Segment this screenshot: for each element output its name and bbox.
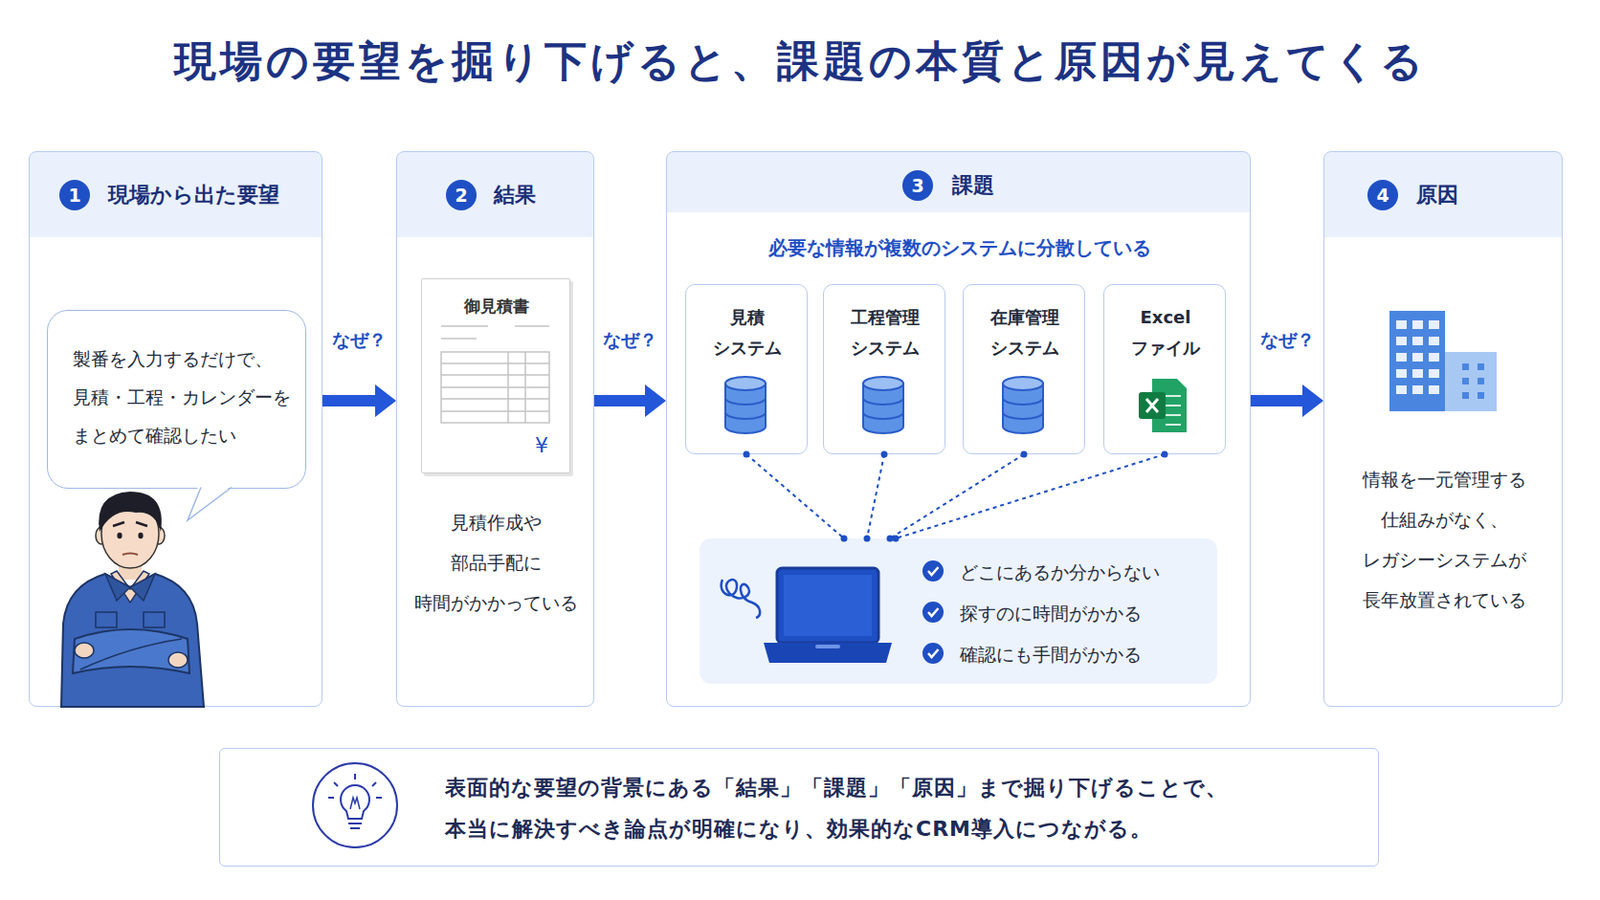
system-box: 在庫管理 システム — [962, 284, 1086, 455]
check-item: どこにあるか分からない — [959, 560, 1209, 584]
step-panel: 2 結果見積作成や 部品手配に 時間がかかっている 御見積書 ¥ — [396, 151, 595, 708]
speech-bubble: 製番を入力するだけで、 見積・工程・カレンダーを まとめて確認したい — [46, 310, 307, 489]
summary-box: 表面的な要望の背景にある「結果」「課題」「原因」まで掘り下げることで、 本当に解… — [219, 748, 1379, 867]
step-panel: 3 課題必要な情報が複数のシステムに分散している見積 システム工程管理 システム在… — [666, 151, 1251, 708]
why-arrow — [1250, 384, 1324, 418]
check-item: 確認にも手間がかかる — [959, 643, 1209, 667]
panel-body: 情報を一元管理する 仕組みがなく、 レガシーシステムが 長年放置されている — [1357, 459, 1531, 621]
why-arrow — [594, 384, 667, 418]
panel-heading: 結果 — [493, 180, 590, 210]
panel-heading: 原因 — [1416, 180, 1532, 210]
edge-label: なぜ？ — [311, 326, 408, 354]
step-number: 1 — [59, 179, 90, 211]
edge-label: なぜ？ — [582, 326, 679, 354]
step-panel: 4 原因情報を一元管理する 仕組みがなく、 レガシーシステムが 長年放置されている — [1323, 151, 1563, 708]
panel-heading: 現場から出た要望 — [108, 180, 314, 210]
system-label: Excel ファイル — [1119, 302, 1212, 364]
problem-box: どこにあるか分からない探すのに時間がかかる確認にも手間がかかる — [699, 538, 1218, 685]
document-title: 御見積書 — [422, 294, 572, 318]
why-arrow — [322, 384, 397, 418]
system-label: 在庫管理 システム — [978, 302, 1071, 364]
step-number: 2 — [445, 179, 477, 211]
yen-mark: ¥ — [527, 432, 556, 460]
system-box: Excel ファイル — [1103, 284, 1226, 455]
request-text: 製番を入力するだけで、 見積・工程・カレンダーを まとめて確認したい — [72, 339, 303, 455]
system-box: 見積 システム — [685, 284, 808, 455]
step-number: 4 — [1367, 179, 1399, 211]
summary-text: 表面的な要望の背景にある「結果」「課題」「原因」まで掘り下げることで、 本当に解… — [444, 767, 1307, 850]
diagram-title: 現場の要望を掘り下げると、課題の本質と原因が見えてくる — [0, 34, 1600, 89]
panel-subtitle: 必要な情報が複数のシステムに分散している — [666, 234, 1252, 262]
system-label: 工程管理 システム — [839, 302, 932, 364]
step-number: 3 — [902, 170, 934, 201]
step-panel: 1 現場から出た要望製番を入力するだけで、 見積・工程・カレンダーを まとめて確認… — [28, 151, 323, 708]
edge-label: なぜ？ — [1239, 326, 1335, 354]
estimate-document: 御見積書 ¥ — [421, 278, 571, 474]
system-box: 工程管理 システム — [822, 284, 946, 455]
system-label: 見積 システム — [701, 302, 794, 364]
panel-heading: 課題 — [952, 171, 1048, 200]
check-item: 探すのに時間がかかる — [959, 601, 1209, 625]
panel-body: 見積作成や 部品手配に 時間がかかっている — [409, 502, 583, 623]
